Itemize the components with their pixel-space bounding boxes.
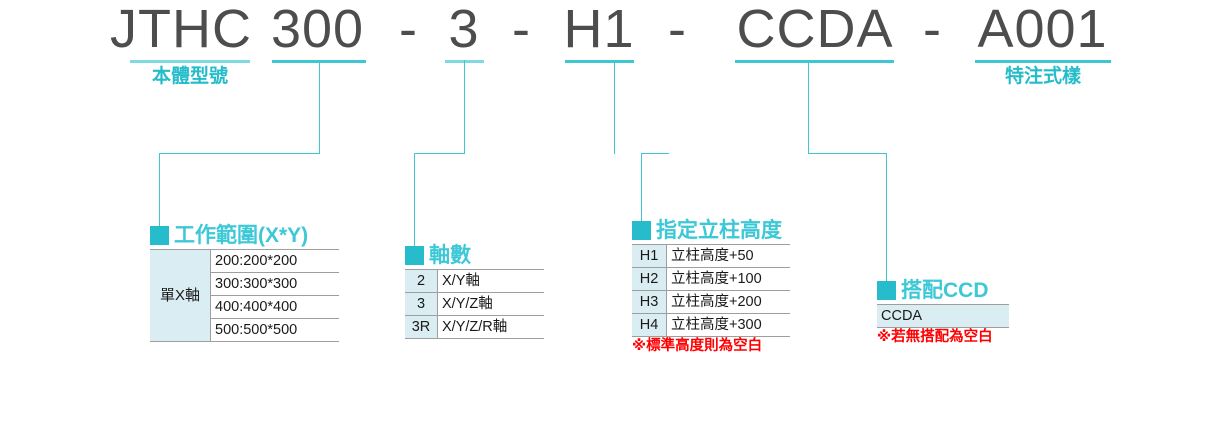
caption-special-spec: 特注式樣 [1004,66,1081,87]
connector-1-stem [319,60,320,154]
group-work-range-header: 工作範圍(X*Y) [150,225,339,246]
code-separator-4: - [923,0,941,59]
bullet-square-icon [405,246,424,265]
table-row: 400:400*400 [150,295,339,319]
cell-value: X/Y軸 [437,269,544,293]
underline-ccd [735,60,894,63]
cell-value: 500:500*500 [210,318,339,342]
connector-1-drop [159,153,160,231]
table-work-range: 單X軸 200:200*200 300:300*300 400:400*400 … [150,249,339,342]
cell-value: 立柱高度+50 [666,244,790,268]
code-segment-body-model: JTHC [110,0,252,59]
table-row: H1 立柱高度+50 [632,244,790,268]
cell-value: 立柱高度+200 [666,290,790,314]
table-row: 單X軸 200:200*200 [150,249,339,342]
cell-key: H3 [632,290,667,314]
cell-key: H1 [632,244,667,268]
bullet-square-icon [632,221,651,240]
caption-body-model: 本體型號 [151,66,228,87]
table-row: 3 X/Y/Z軸 [405,292,544,316]
table-row: H3 立柱高度+200 [632,290,790,314]
group-axis-count: 軸數 2 X/Y軸 3 X/Y/Z軸 3R X/Y/Z/R軸 [405,245,544,339]
table-axis-count: 2 X/Y軸 3 X/Y/Z軸 3R X/Y/Z/R軸 [405,269,544,339]
cell-key: 2 [405,269,438,293]
cell-value: X/Y/Z軸 [437,292,544,316]
group-column-height: 指定立柱高度 H1 立柱高度+50 H2 立柱高度+100 H3 立柱高度+20… [632,220,790,355]
underline-column-height [565,60,634,63]
code-segment-work-range: 300 [270,0,365,59]
underline-body-model [130,60,250,63]
group-ccd-header: 搭配CCD [877,280,1009,301]
cell-key: H2 [632,267,667,291]
code-segment-ccd: CCDA [736,0,894,59]
connector-2-jog [414,153,465,154]
code-separator-2: - [512,0,530,59]
table-row: CCDA [877,304,1009,328]
bullet-square-icon [150,226,169,245]
code-segment-column-height: H1 [563,0,635,59]
cell-value: X/Y/Z/R軸 [437,315,544,339]
bullet-square-icon [877,281,896,300]
table-row: 300:300*300 [150,272,339,296]
connector-4-jog [808,153,886,154]
connector-2-stem [464,60,465,154]
table-row: 2 X/Y軸 [405,269,544,293]
group-column-height-title: 指定立柱高度 [656,219,782,242]
cell-value: 400:400*400 [210,295,339,319]
group-axis-count-title: 軸數 [429,244,471,267]
group-axis-count-header: 軸數 [405,245,544,266]
connector-2-drop [414,153,415,250]
underline-special-spec [975,60,1111,63]
code-segment-axis-count: 3 [448,0,480,59]
cell-key: 3R [405,315,438,339]
code-separator-3: - [668,0,686,59]
group-work-range: 工作範圍(X*Y) 單X軸 200:200*200 300:300*300 40… [150,225,339,342]
connector-1-jog [159,153,320,154]
cell-value: 200:200*200 [210,249,339,273]
code-separator-1: - [399,0,417,59]
connector-4-stem [808,60,809,154]
group-ccd-title: 搭配CCD [901,279,989,302]
connector-3-stem [614,60,615,154]
table-row: 500:500*500 [150,318,339,342]
cell-key: H4 [632,313,667,337]
table-column-height: H1 立柱高度+50 H2 立柱高度+100 H3 立柱高度+200 H4 立柱… [632,244,790,337]
table-row: 3R X/Y/Z/R軸 [405,315,544,339]
group-work-range-title: 工作範圍(X*Y) [174,224,309,247]
cell-value: CCDA [877,304,1009,328]
connector-3-drop [641,153,642,225]
code-segment-special-spec: A001 [977,0,1108,59]
group-ccd: 搭配CCD CCDA ※若無搭配為空白 [877,280,1009,346]
note-column-height: ※標準高度則為空白 [632,338,763,354]
connector-4-drop [886,153,887,284]
cell-key-single-x-axis: 單X軸 [150,249,211,342]
group-column-height-header: 指定立柱高度 [632,220,790,241]
note-ccd: ※若無搭配為空白 [877,329,993,345]
cell-value: 立柱高度+100 [666,267,790,291]
connector-3-jog [641,153,669,154]
cell-value: 300:300*300 [210,272,339,296]
cell-value: 立柱高度+300 [666,313,790,337]
table-row: H4 立柱高度+300 [632,313,790,337]
table-ccd: CCDA [877,304,1009,328]
table-row: H2 立柱高度+100 [632,267,790,291]
cell-key: 3 [405,292,438,316]
